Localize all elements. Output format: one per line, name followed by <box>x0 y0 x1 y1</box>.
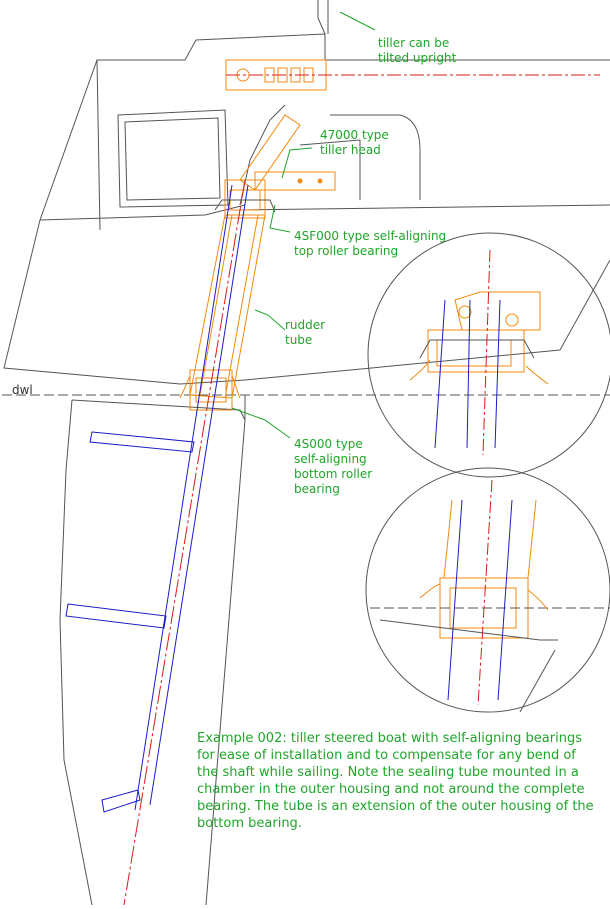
bottom-roller-bearing <box>179 369 241 411</box>
waterline-label: dwl <box>12 383 33 397</box>
label-bottom-bearing: 4S000 type self-aligning bottom roller b… <box>294 437 373 496</box>
rudder-shaft <box>65 184 249 813</box>
tiller-head <box>239 114 336 191</box>
detail-top-bearing <box>367 232 610 478</box>
label-rudder-tube: rudder tube <box>285 318 326 347</box>
shaft-centerline <box>123 179 246 906</box>
diagram-caption: Example 002: tiller steered boat with se… <box>197 731 594 831</box>
label-leaders <box>231 11 376 439</box>
rudder-tube <box>189 214 266 399</box>
label-tiller-head: 47000 type tiller head <box>320 128 389 157</box>
tiller <box>225 59 600 91</box>
top-roller-bearing <box>214 179 276 219</box>
label-tiller-tilt: tiller can be tilted upright <box>378 36 457 65</box>
detail-bottom-bearing <box>365 467 610 713</box>
label-top-bearing: 4SF000 type self-aligning top roller bea… <box>294 229 447 258</box>
